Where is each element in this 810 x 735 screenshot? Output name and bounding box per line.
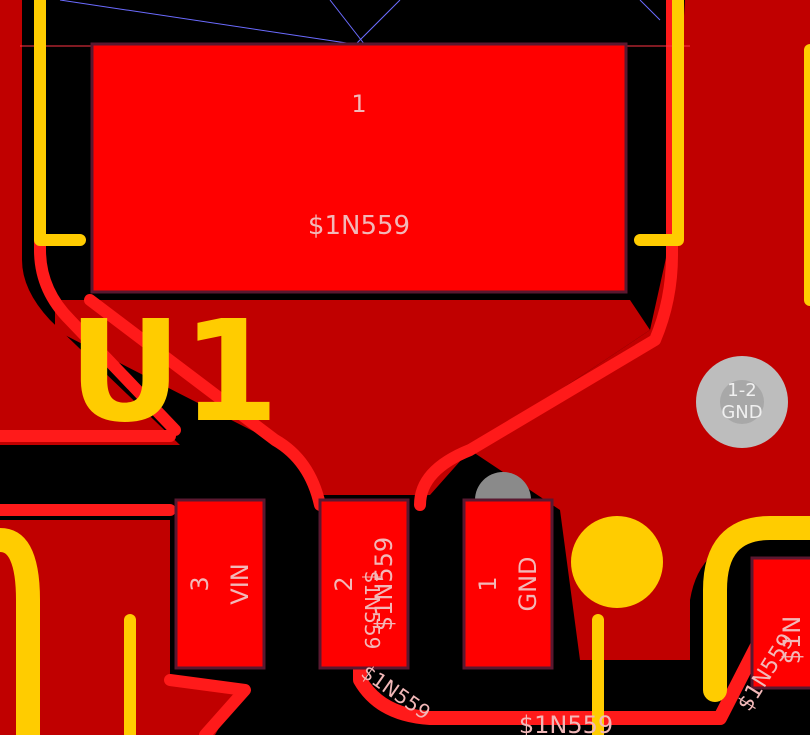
courtyard-line-c (329, 0, 366, 46)
courtyard-line-b (354, 0, 401, 46)
copper-track-mid (84, 294, 326, 511)
via-net: GND (721, 402, 762, 423)
via-layers: 1-2 (727, 380, 756, 401)
copper-zone-right (470, 0, 810, 660)
pad-pin2-net: $1N559 (370, 537, 398, 631)
pad-tab-number: 1 (351, 90, 366, 118)
pad-tab-net: $1N559 (308, 211, 410, 241)
silk-outline-left (34, 0, 86, 246)
pad-pin1-number: 1 (474, 576, 502, 591)
copper-track-right (414, 0, 678, 511)
pad-edge-right[interactable] (750, 556, 810, 690)
copper-track-left (34, 0, 181, 436)
via-gnd-hole (720, 380, 764, 424)
copper-zone-left-lower (0, 520, 240, 735)
courtyard-line-a (59, 0, 361, 46)
copper-track-bottom (353, 633, 767, 725)
pad-pin3-net: VIN (226, 563, 254, 604)
pad-pin2-number: 2 (330, 576, 358, 591)
pad-pin3[interactable] (174, 498, 266, 670)
component-reference: U1 (68, 291, 279, 454)
silk-outline-right (634, 0, 684, 246)
pad-edge-right-net: $1N (778, 616, 806, 665)
track-label-a: $1N559 (360, 571, 384, 650)
pad-pin1-net: GND (514, 556, 542, 611)
copper-track-left-bottom (0, 504, 251, 735)
track-label-c: $1N559 (519, 711, 613, 735)
pin1-marker-dot (571, 516, 663, 608)
pad-tab[interactable] (90, 42, 628, 294)
pad-pin3-number: 3 (186, 576, 214, 591)
pad-pin1[interactable] (462, 498, 554, 670)
silk-arc-left (0, 528, 40, 735)
silk-arc-right (703, 516, 810, 702)
copper-zone-center (55, 300, 650, 495)
pad-pin2[interactable] (318, 498, 410, 670)
courtyard-line-d (639, 0, 661, 21)
copper-zone-left-upper (0, 0, 180, 445)
